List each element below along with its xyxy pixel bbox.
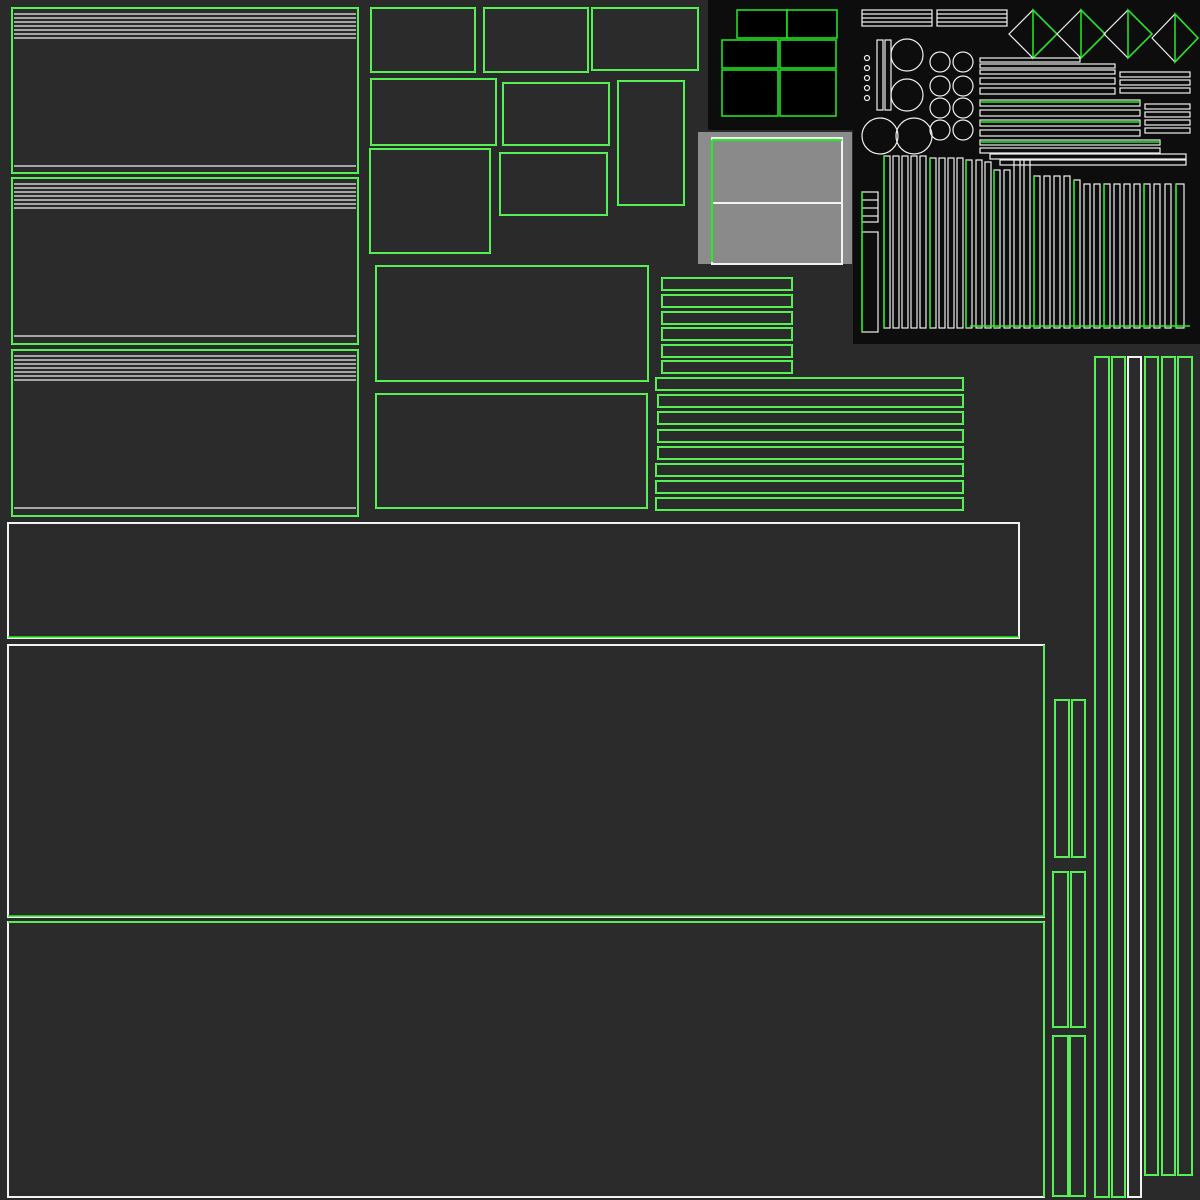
uv-island-large-2 bbox=[7, 644, 1045, 918]
strip-islands-short bbox=[661, 277, 793, 374]
uv-island-small-5 bbox=[502, 82, 610, 146]
small-tall-islands bbox=[1052, 699, 1086, 1197]
uv-island-small-7 bbox=[369, 148, 491, 254]
uv-island-small-3 bbox=[591, 7, 699, 71]
strip-parts-horizontal bbox=[979, 57, 1191, 154]
detail-parts-island bbox=[853, 0, 1200, 344]
small-panel-islands bbox=[369, 7, 699, 254]
uv-island-panel-3 bbox=[11, 349, 359, 517]
uv-island-mid-1 bbox=[375, 265, 649, 382]
uv-island-small-6 bbox=[617, 80, 685, 206]
uv-island-panel-1 bbox=[11, 7, 359, 174]
uv-island-large-1 bbox=[7, 522, 1020, 639]
round-parts bbox=[861, 38, 974, 155]
gray-tile-island bbox=[698, 132, 852, 265]
left-panel-islands bbox=[11, 7, 359, 517]
uv-island-large-3 bbox=[7, 921, 1045, 1198]
black-tile-island bbox=[708, 0, 853, 130]
uv-island-small-2 bbox=[483, 7, 589, 73]
strip-islands-long bbox=[655, 377, 964, 511]
large-panel-islands bbox=[7, 522, 1045, 1198]
uv-island-small-4 bbox=[370, 78, 497, 146]
uv-island-small-8 bbox=[499, 152, 608, 216]
uv-island-mid-2 bbox=[375, 393, 648, 509]
uv-island-small-1 bbox=[370, 7, 476, 73]
mid-panel-islands bbox=[375, 265, 649, 509]
vertical-strip-islands bbox=[1094, 356, 1193, 1198]
uv-island-panel-2 bbox=[11, 177, 359, 345]
